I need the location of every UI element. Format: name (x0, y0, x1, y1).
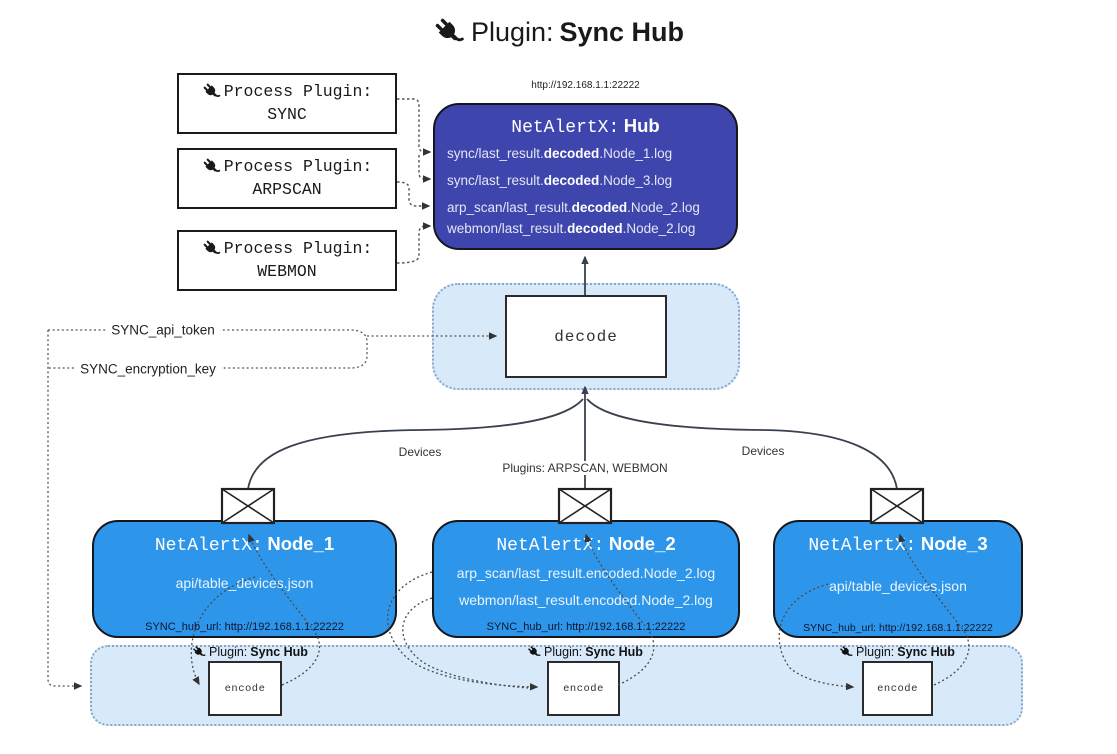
node-line: webmon/last_result.encoded.Node_2.log (459, 592, 713, 608)
node-2: NetAlertX: Node_2 arp_scan/last_result.e… (432, 520, 740, 638)
encoder-plugin-label: Plugin:Sync Hub (527, 645, 643, 659)
process-plugin-name: ARPSCAN (252, 180, 322, 199)
process-plugin-label: Process Plugin: (223, 157, 373, 176)
node-line: api/table_devices.json (175, 575, 314, 591)
plugin-to-hub-links (396, 98, 432, 264)
hub-title-prefix: NetAlertX: (511, 118, 620, 138)
plug-icon (528, 646, 541, 657)
process-plugin-name: SYNC (267, 105, 307, 124)
process-plugin-webmon: Process Plugin: WEBMON (177, 230, 397, 291)
plug-icon (203, 83, 221, 97)
devices-label-right: Devices (737, 444, 789, 458)
plug-icon (203, 240, 221, 254)
node-title: NetAlertX: Node_1 (154, 533, 335, 556)
encode-box: encode (208, 661, 282, 716)
node-1: NetAlertX: Node_1 api/table_devices.json… (92, 520, 397, 638)
node-3: NetAlertX: Node_3 api/table_devices.json… (773, 520, 1023, 638)
hub-log-line: webmon/last_result.decoded.Node_2.log (447, 221, 696, 236)
hub-title-name: Hub (623, 115, 660, 136)
node-line: api/table_devices.json (829, 578, 967, 594)
hub-log-line: sync/last_result.decoded.Node_1.log (447, 146, 673, 161)
title-name: Sync Hub (559, 16, 685, 47)
plug-icon (203, 158, 221, 172)
envelope-icon (220, 487, 276, 525)
api-token-label: SYNC_api_token (106, 322, 220, 338)
encode-box: encode (862, 661, 933, 716)
node-title: NetAlertX: Node_2 (496, 533, 676, 556)
encoder-plugin-label: Plugin:Sync Hub (839, 645, 955, 659)
envelope-icons (220, 487, 925, 525)
encryption-key-label: SYNC_encryption_key (75, 361, 221, 377)
hub-url: http://192.168.1.1:22222 (531, 80, 640, 91)
devices-label-left: Devices (394, 445, 446, 459)
plugins-label-mid: Plugins: ARPSCAN, WEBMON (498, 461, 672, 475)
envelope-icon (557, 487, 613, 525)
hub-log-line: sync/last_result.decoded.Node_3.log (447, 173, 673, 188)
plug-icon (840, 646, 853, 657)
plug-icon (193, 646, 206, 657)
process-plugin-name: WEBMON (257, 262, 317, 281)
node-line: arp_scan/last_result.encoded.Node_2.log (456, 565, 716, 581)
process-plugin-label: Process Plugin: (223, 82, 373, 101)
encoder-plugin-label: Plugin:Sync Hub (192, 645, 308, 659)
hub-log-line: arp_scan/last_result.decoded.Node_2.log (447, 200, 700, 215)
plug-icon (435, 18, 464, 42)
process-plugin-label: Process Plugin: (223, 239, 373, 258)
node-hub-url: SYNC_hub_url: http://192.168.1.1:22222 (145, 621, 344, 633)
hub-node: NetAlertX: Hub sync/last_result.decoded.… (433, 103, 738, 250)
node-hub-url: SYNC_hub_url: http://192.168.1.1:22222 (803, 622, 993, 634)
process-plugin-sync: Process Plugin: SYNC (177, 73, 397, 134)
page-title: Plugin: Sync Hub (0, 16, 1117, 48)
hub-title: NetAlertX: Hub (435, 115, 736, 138)
node-title: NetAlertX: Node_3 (808, 533, 988, 556)
encode-box: encode (547, 661, 620, 716)
envelope-icon (869, 487, 925, 525)
process-plugin-arpscan: Process Plugin: ARPSCAN (177, 148, 397, 209)
title-prefix: Plugin: (470, 16, 554, 47)
decode-box: decode (505, 295, 667, 378)
node-hub-url: SYNC_hub_url: http://192.168.1.1:22222 (486, 621, 686, 633)
